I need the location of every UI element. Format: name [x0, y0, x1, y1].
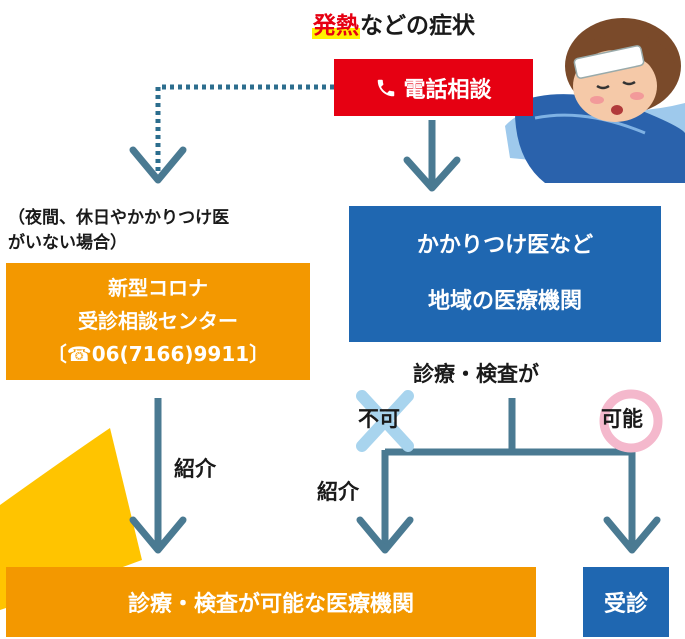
capable-facility-box: 診療・検査が可能な医療機関 — [6, 567, 536, 637]
sick-person-illustration — [505, 18, 685, 183]
center-line-2: 受診相談センター — [78, 309, 238, 333]
clinic-line-2: 地域の医療機関 — [427, 289, 582, 314]
center-phone-number: 〔☎06(7166)9911〕 — [46, 342, 270, 366]
referral-label-left: 紹介 — [174, 457, 216, 481]
decision-label: 診療・検査が — [413, 362, 539, 386]
title-highlight: 発熱 — [312, 13, 360, 39]
arrow-center-to-facility — [129, 398, 187, 554]
note-line-1: （夜間、休日やかかりつけ医 — [8, 208, 230, 228]
page-title: 発熱などの症状 — [312, 6, 562, 46]
visit-label: 受診 — [603, 592, 648, 617]
phone-icon — [378, 79, 395, 96]
capable-facility-label: 診療・検査が可能な医療機関 — [127, 592, 414, 617]
not-possible-label: 不可 — [358, 407, 400, 431]
branch-connectors — [356, 398, 661, 554]
dotted-connector — [129, 84, 334, 184]
referral-label-right: 紹介 — [317, 480, 359, 504]
arrow-phone-to-clinic — [403, 120, 461, 192]
corona-consult-center-box: 新型コロナ 受診相談センター 〔☎06(7166)9911〕 — [6, 263, 310, 380]
clinic-line-1: かかりつけ医など — [416, 233, 594, 258]
circle-mark-icon — [599, 389, 663, 453]
center-line-1: 新型コロナ — [108, 276, 208, 300]
possible-label: 可能 — [601, 407, 643, 431]
local-medical-institution-box: かかりつけ医など 地域の医療機関 — [349, 206, 661, 342]
x-mark-icon — [356, 390, 414, 452]
phone-consult-label: 電話相談 — [403, 77, 492, 103]
phone-consult-box: 電話相談 — [334, 59, 533, 116]
note-line-2: がいない場合） — [8, 233, 127, 253]
title-rest: などの症状 — [360, 13, 475, 39]
after-hours-note: （夜間、休日やかかりつけ医 がいない場合） — [8, 206, 328, 256]
visit-box: 受診 — [583, 567, 669, 637]
